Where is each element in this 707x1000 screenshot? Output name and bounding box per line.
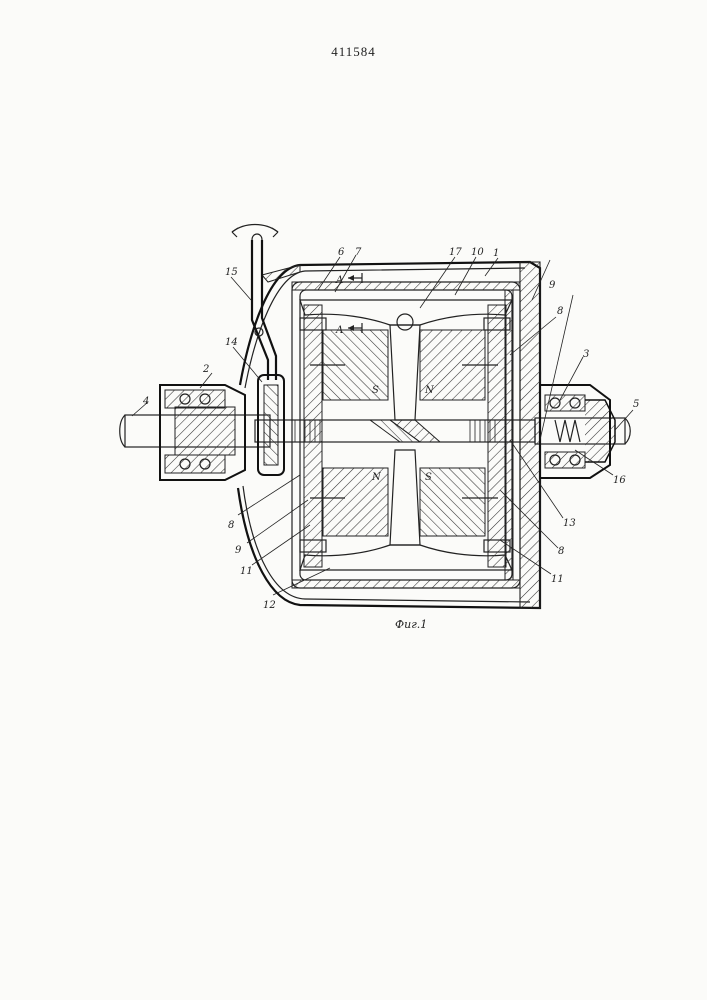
label-17: 17 — [449, 247, 462, 258]
label-2: 2 — [202, 364, 209, 375]
label-11-right: 11 — [551, 574, 564, 585]
label-9-left: 9 — [235, 545, 242, 556]
label-16: 16 — [613, 475, 626, 486]
label-8-left: 8 — [228, 520, 234, 531]
section-marker-bottom: A — [335, 325, 343, 336]
label-3: 3 — [583, 349, 589, 360]
svg-text:S: S — [425, 472, 432, 483]
label-8-right-top: 8 — [557, 306, 563, 317]
label-14: 14 — [225, 337, 238, 348]
label-9-right: 9 — [549, 280, 556, 291]
label-13: 13 — [563, 518, 576, 529]
label-1: 1 — [493, 248, 499, 259]
svg-text:N: N — [424, 385, 435, 396]
main-shaft — [120, 407, 631, 455]
svg-text:N: N — [371, 472, 382, 483]
svg-text:S: S — [372, 385, 379, 396]
label-11-left: 11 — [240, 566, 253, 577]
label-5: 5 — [633, 399, 639, 410]
label-12: 12 — [263, 600, 276, 611]
figure-caption: Фиг.1 — [395, 618, 427, 631]
label-10: 10 — [471, 247, 484, 258]
label-15: 15 — [225, 267, 238, 278]
label-8-right-bottom: 8 — [558, 546, 564, 557]
shift-lever — [232, 225, 284, 476]
label-4: 4 — [142, 396, 149, 407]
label-6: 6 — [338, 247, 345, 258]
label-7: 7 — [355, 247, 362, 258]
